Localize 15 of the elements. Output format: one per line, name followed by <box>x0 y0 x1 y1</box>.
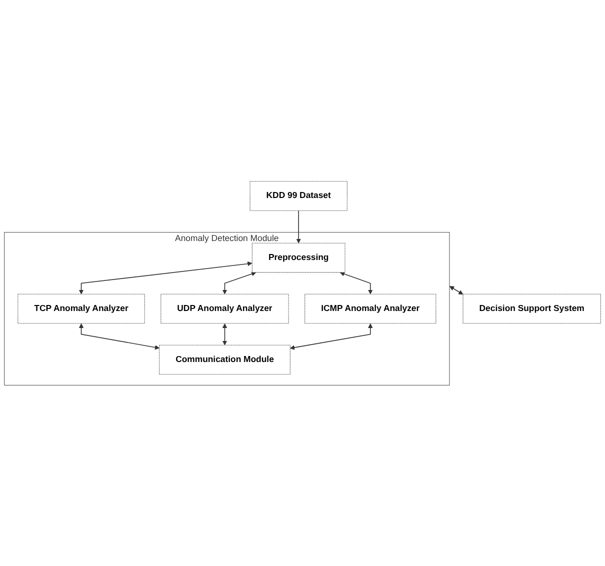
node-box: UDP Anomaly Analyzer <box>160 294 289 324</box>
arrow <box>449 286 464 294</box>
arrow <box>78 261 252 294</box>
arrow <box>222 271 256 294</box>
arrow <box>296 210 301 244</box>
node-box: Decision Support System <box>462 294 601 324</box>
node-box: ICMP Anomaly Analyzer <box>304 294 436 324</box>
node-box: KDD 99 Dataset <box>250 180 348 211</box>
arrow <box>290 323 373 350</box>
node-box: Preprocessing <box>252 242 346 272</box>
node-box: TCP Anomaly Analyzer <box>18 294 145 324</box>
arrow <box>78 323 160 350</box>
arrow <box>340 271 373 294</box>
node-box: Communication Module <box>159 344 290 374</box>
arrow <box>222 323 228 346</box>
